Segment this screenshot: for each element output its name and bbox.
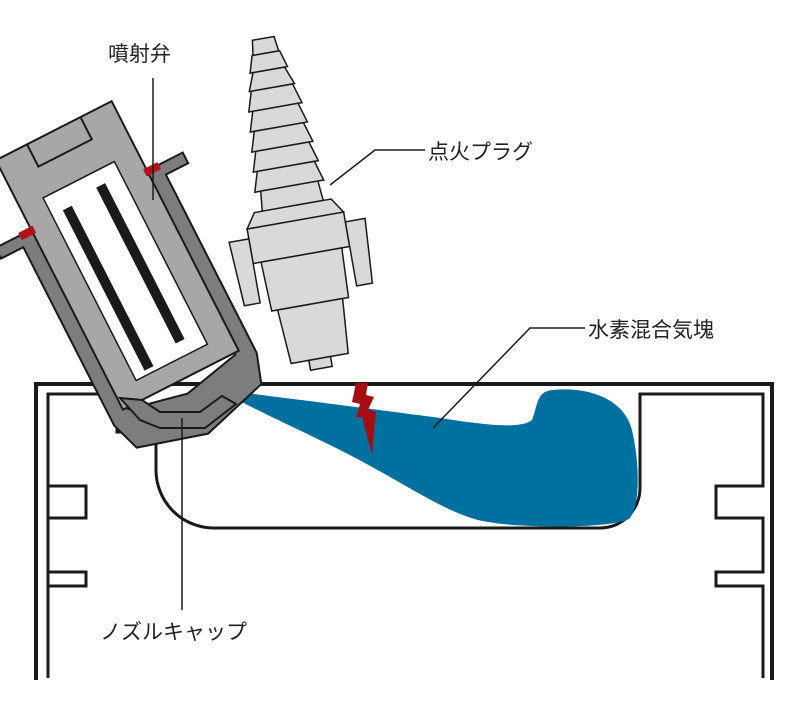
plug-rib-3 <box>247 83 304 113</box>
cylinder-outline <box>34 382 774 680</box>
injector-seal-left <box>18 225 37 241</box>
hydrogen-mixture-plume <box>238 389 638 527</box>
spark-bolt <box>352 383 376 455</box>
plug-rib-6 <box>252 141 320 174</box>
injector-seal-right <box>143 162 161 177</box>
cylinder-head-outer <box>34 382 774 680</box>
leader-spark-plug <box>329 149 425 186</box>
piston-left-wall <box>46 392 765 678</box>
plug-rib-4 <box>249 102 309 133</box>
piston-ring-grooves-left <box>48 484 88 588</box>
leader-mixture <box>432 327 585 429</box>
label-spark-plug: 点火プラグ <box>428 140 533 164</box>
injector-coil-right <box>96 183 185 344</box>
label-injector: 噴射弁 <box>108 42 171 66</box>
fuel-injector <box>0 99 263 449</box>
plug-rib-7 <box>253 160 325 194</box>
spark-plug <box>228 35 374 372</box>
injector-cap <box>26 116 94 168</box>
plug-electrode <box>307 355 334 372</box>
injector-coil-left <box>62 205 154 371</box>
label-mixture: 水素混合気塊 <box>588 318 714 342</box>
label-nozzle-cap: ノズルキャップ <box>100 620 247 644</box>
leader-lines <box>152 78 585 610</box>
injector-cavity <box>42 160 209 382</box>
plug-body <box>260 247 350 312</box>
plug-shell <box>276 297 350 365</box>
plug-wing-right <box>344 217 374 287</box>
nozzle-cap <box>117 394 238 429</box>
plug-wing-left <box>228 238 261 307</box>
plug-rib-5 <box>250 121 314 154</box>
